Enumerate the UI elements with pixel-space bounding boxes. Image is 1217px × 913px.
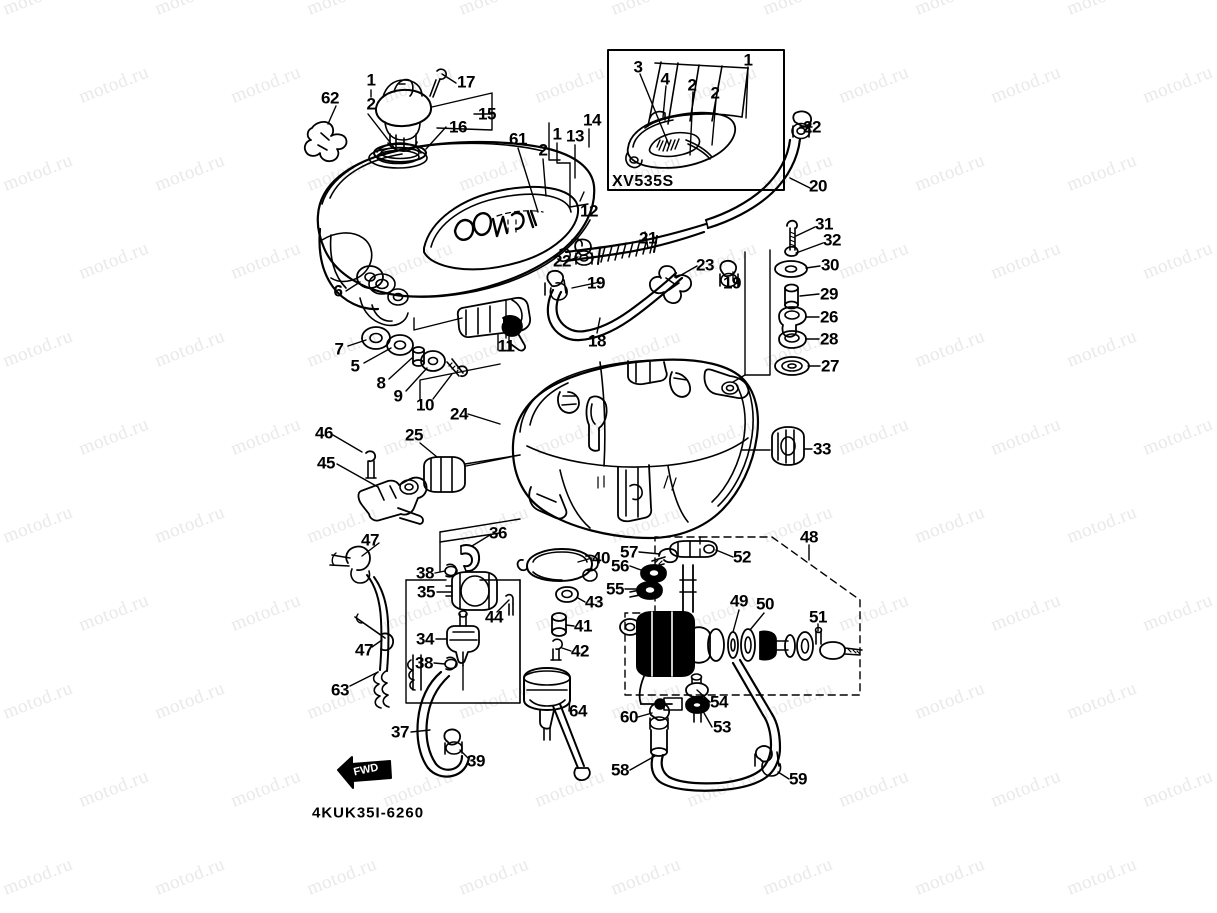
- callout-number-34: 34: [416, 629, 434, 649]
- callout-number-31: 31: [815, 214, 833, 234]
- callout-number-51: 51: [809, 607, 827, 627]
- callout-number-58: 58: [611, 760, 629, 780]
- inset-label-xv535s: XV535S: [612, 173, 674, 190]
- callout-number-45: 45: [317, 453, 335, 473]
- callout-number-20: 20: [809, 176, 827, 196]
- callout-number-22: 22: [553, 251, 571, 271]
- callout-number-10: 10: [416, 395, 434, 415]
- callout-number-8: 8: [376, 373, 386, 393]
- callout-number-26: 26: [820, 307, 838, 327]
- fwd-direction-label: FWD: [352, 761, 380, 779]
- callout-number-21: 21: [639, 228, 657, 248]
- callout-number-47: 47: [355, 640, 373, 660]
- callout-number-1: 1: [552, 124, 562, 144]
- callout-number-2: 2: [538, 140, 548, 160]
- callout-number-38: 38: [416, 563, 434, 583]
- callout-number-3: 3: [633, 57, 643, 77]
- callout-number-41: 41: [574, 616, 592, 636]
- callout-number-27: 27: [821, 356, 839, 376]
- callout-number-7: 7: [334, 339, 344, 359]
- callout-number-53: 53: [713, 717, 731, 737]
- callout-number-22: 22: [803, 117, 821, 137]
- callout-number-38: 38: [415, 653, 433, 673]
- callout-number-24: 24: [450, 404, 468, 424]
- callout-number-35: 35: [417, 582, 435, 602]
- callout-number-2: 2: [687, 75, 697, 95]
- callout-number-4: 4: [660, 69, 670, 89]
- callout-number-11: 11: [497, 336, 515, 356]
- callout-number-33: 33: [813, 439, 831, 459]
- callout-number-57: 57: [620, 542, 638, 562]
- callout-number-19: 19: [723, 273, 741, 293]
- callout-number-46: 46: [315, 423, 333, 443]
- callout-number-37: 37: [391, 722, 409, 742]
- callout-number-47: 47: [361, 530, 379, 550]
- callout-number-49: 49: [730, 591, 748, 611]
- callout-number-1: 1: [743, 50, 753, 70]
- callout-number-39: 39: [467, 751, 485, 771]
- callout-number-42: 42: [571, 641, 589, 661]
- callout-number-9: 9: [393, 386, 403, 406]
- callout-number-5: 5: [350, 356, 360, 376]
- callout-number-14: 14: [583, 110, 601, 130]
- callout-number-61: 61: [509, 129, 527, 149]
- callout-number-48: 48: [800, 527, 818, 547]
- callout-number-62: 62: [321, 88, 339, 108]
- callout-number-63: 63: [331, 680, 349, 700]
- callout-number-64: 64: [569, 701, 587, 721]
- callout-number-13: 13: [566, 126, 584, 146]
- callout-number-36: 36: [489, 523, 507, 543]
- part-number-label: 4KUK35I-6260: [312, 804, 425, 822]
- callout-number-60: 60: [620, 707, 638, 727]
- callout-number-25: 25: [405, 425, 423, 445]
- callout-number-28: 28: [820, 329, 838, 349]
- callout-number-52: 52: [733, 547, 751, 567]
- callout-number-19: 19: [587, 273, 605, 293]
- callout-number-50: 50: [756, 594, 774, 614]
- callout-number-56: 56: [611, 556, 629, 576]
- callout-number-15: 15: [478, 104, 496, 124]
- callout-number-30: 30: [821, 255, 839, 275]
- callout-number-23: 23: [696, 255, 714, 275]
- callout-number-2: 2: [366, 94, 376, 114]
- callout-number-17: 17: [457, 72, 475, 92]
- callout-number-43: 43: [585, 592, 603, 612]
- callout-number-18: 18: [588, 331, 606, 351]
- callout-number-54: 54: [710, 692, 728, 712]
- callout-number-59: 59: [789, 769, 807, 789]
- callout-number-29: 29: [820, 284, 838, 304]
- callout-number-6: 6: [333, 281, 343, 301]
- callout-number-1: 1: [366, 70, 376, 90]
- callout-number-55: 55: [606, 579, 624, 599]
- callout-number-40: 40: [592, 548, 610, 568]
- callout-number-32: 32: [823, 230, 841, 250]
- callout-number-12: 12: [580, 201, 598, 221]
- callout-number-44: 44: [485, 607, 503, 627]
- callout-number-16: 16: [449, 117, 467, 137]
- callout-number-2: 2: [710, 83, 720, 103]
